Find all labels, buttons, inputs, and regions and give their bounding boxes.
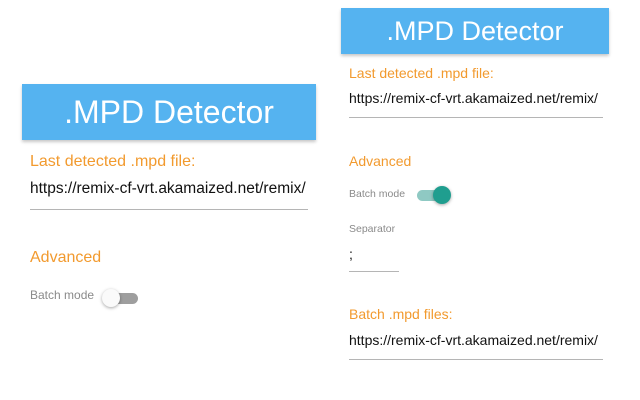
last-detected-url-field[interactable]: https://remix-cf-vrt.akamaized.net/remix…	[349, 90, 598, 106]
app-header: .MPD Detector	[22, 84, 316, 140]
batch-files-underline	[349, 359, 603, 360]
advanced-heading: Advanced	[349, 153, 412, 169]
batch-mode-toggle[interactable]	[417, 186, 451, 204]
app-title: .MPD Detector	[386, 15, 564, 46]
separator-underline	[349, 271, 399, 272]
last-detected-label: Last detected .mpd file:	[30, 153, 196, 170]
batch-mode-label: Batch mode	[30, 288, 95, 302]
popup-panel-batch-on: .MPD Detector Last detected .mpd file: h…	[341, 8, 611, 378]
separator-label: Separator	[349, 223, 396, 235]
advanced-heading: Advanced	[30, 249, 102, 266]
batch-mode-toggle[interactable]	[102, 289, 138, 307]
last-detected-url-field[interactable]: https://remix-cf-vrt.akamaized.net/remix…	[30, 180, 306, 197]
last-detected-underline	[30, 209, 308, 210]
toggle-track	[106, 293, 138, 304]
batch-files-field[interactable]: https://remix-cf-vrt.akamaized.net/remix…	[349, 332, 598, 348]
app-header: .MPD Detector	[341, 8, 609, 54]
last-detected-underline	[349, 117, 603, 118]
toggle-thumb	[102, 289, 120, 307]
toggle-thumb	[433, 186, 451, 204]
separator-field[interactable]: ;	[349, 246, 353, 262]
app-title: .MPD Detector	[64, 93, 274, 130]
batch-files-label: Batch .mpd files:	[349, 306, 453, 322]
last-detected-label: Last detected .mpd file:	[349, 65, 494, 81]
batch-mode-label: Batch mode	[349, 188, 406, 200]
popup-panel-batch-off: .MPD Detector Last detected .mpd file: h…	[22, 84, 318, 324]
